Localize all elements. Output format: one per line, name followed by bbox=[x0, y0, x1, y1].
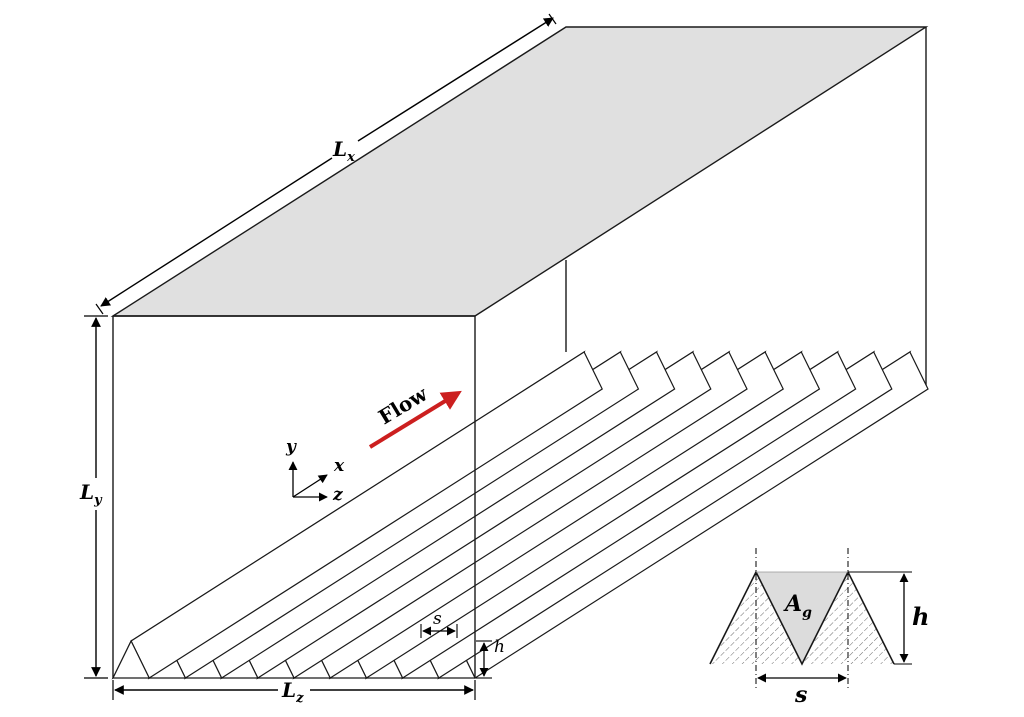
lx-dimension: Lx bbox=[95, 13, 557, 315]
s-dimension: s bbox=[420, 609, 458, 638]
axis-x-label: x bbox=[333, 456, 345, 476]
inset-s-label: s bbox=[794, 682, 807, 708]
flow-label: Flow bbox=[374, 381, 432, 429]
ly-label: Ly bbox=[79, 480, 103, 508]
s-label: s bbox=[433, 609, 442, 629]
groove-area-ag bbox=[756, 572, 848, 664]
inset-h-label: h bbox=[912, 602, 929, 631]
lz-label: Lz bbox=[281, 678, 304, 706]
h-label: h bbox=[494, 637, 505, 657]
axis-z-label: z bbox=[332, 485, 343, 505]
flow-arrow bbox=[368, 390, 462, 449]
groove-end bbox=[112, 639, 151, 679]
flow-indicator: Flow bbox=[368, 381, 462, 449]
groove-ridges bbox=[111, 350, 929, 680]
axis-y-label: y bbox=[285, 437, 297, 457]
inset-ag-label: Ag bbox=[783, 591, 812, 621]
lz-dimension: Lz bbox=[112, 678, 476, 706]
groove-cross-section-inset: Ag h s bbox=[709, 548, 929, 708]
channel-top-face bbox=[110, 26, 929, 317]
coordinate-axes: y x z bbox=[285, 437, 345, 505]
lx-label: Lx bbox=[332, 137, 355, 165]
ly-dimension: Ly bbox=[79, 315, 108, 679]
h-dimension: h bbox=[476, 637, 505, 679]
